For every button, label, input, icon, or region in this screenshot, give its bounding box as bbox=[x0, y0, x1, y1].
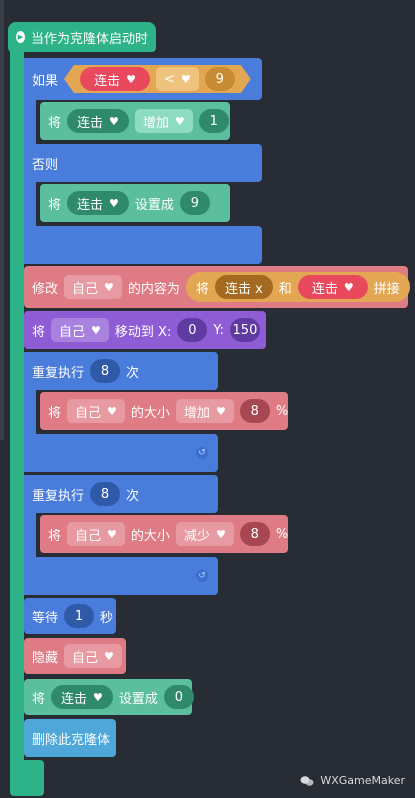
size-action-dropdown[interactable]: 减少♥ bbox=[175, 522, 234, 546]
repeat-block-2[interactable]: 重复执行 8 次 将 自己♥ 的大小 减少♥ 8 % ↺ bbox=[24, 475, 288, 595]
set-value-input[interactable]: 0 bbox=[163, 685, 194, 709]
play-icon: ▶ bbox=[16, 31, 25, 43]
wait-seconds-input[interactable]: 1 bbox=[64, 604, 95, 628]
set-variable-block[interactable]: 将 连击♥ 设置成 0 bbox=[24, 679, 194, 715]
compare-value-input[interactable]: 9 bbox=[205, 67, 235, 91]
if-header[interactable]: 如果 连击♥ <♥ 9 bbox=[24, 58, 262, 100]
dropdown-heart-icon: ♥ bbox=[91, 323, 101, 337]
x-input[interactable]: 0 bbox=[177, 318, 208, 342]
var-dropdown[interactable]: 连击♥ bbox=[67, 109, 129, 133]
else-label: 否则 bbox=[32, 157, 59, 173]
repeat-count-input[interactable]: 8 bbox=[90, 482, 121, 506]
then-statement-increase[interactable]: 将 连击♥ 增加♥ 1 bbox=[40, 102, 230, 140]
dropdown-heart-icon: ♥ bbox=[126, 72, 136, 86]
var-dropdown[interactable]: 连击♥ bbox=[67, 191, 129, 215]
modify-content-block[interactable]: 修改 自己♥ 的内容为 将 连击 x 和 连击♥ 拼接 bbox=[24, 266, 410, 308]
dropdown-heart-icon: ♥ bbox=[107, 527, 117, 541]
dropdown-heart-icon: ♥ bbox=[104, 649, 114, 663]
size-change-statement[interactable]: 将 自己♥ 的大小 增加♥ 8 % bbox=[40, 392, 288, 430]
set-value-input[interactable]: 9 bbox=[179, 191, 210, 215]
delete-clone-block[interactable]: 删除此克隆体 bbox=[24, 719, 116, 757]
dropdown-heart-icon: ♥ bbox=[93, 690, 103, 704]
dropdown-heart-icon: ♥ bbox=[109, 196, 119, 210]
var-dropdown[interactable]: 连击♥ bbox=[51, 685, 113, 709]
dropdown-heart-icon: ♥ bbox=[109, 114, 119, 128]
repeat-block-1[interactable]: 重复执行 8 次 将 自己♥ 的大小 增加♥ 8 % ↺ bbox=[24, 352, 288, 472]
if-else-block[interactable]: 如果 连击♥ <♥ 9 将 连击♥ 增加♥ 1 否则 将 连击♥ 设置成 9 bbox=[24, 58, 262, 264]
dropdown-heart-icon: ♥ bbox=[215, 527, 226, 541]
dropdown-heart-icon: ♥ bbox=[343, 280, 354, 294]
hat-label: 当作为克隆体启动时 bbox=[30, 31, 148, 47]
join-string-block[interactable]: 将 连击 x 和 连击♥ 拼接 bbox=[185, 272, 410, 302]
move-to-block[interactable]: 将 自己♥ 移动到 X: 0 Y: 150 bbox=[24, 311, 266, 349]
vertical-scrollbar[interactable] bbox=[0, 0, 4, 440]
dropdown-heart-icon: ♥ bbox=[104, 280, 114, 294]
target-dropdown[interactable]: 自己♥ bbox=[64, 275, 122, 299]
else-statement-set[interactable]: 将 连击♥ 设置成 9 bbox=[40, 184, 230, 222]
compare-condition[interactable]: 连击♥ <♥ 9 bbox=[64, 65, 251, 93]
target-dropdown[interactable]: 自己♥ bbox=[67, 522, 125, 546]
target-dropdown[interactable]: 自己♥ bbox=[67, 399, 125, 423]
dropdown-heart-icon: ♥ bbox=[107, 404, 117, 418]
var-dropdown-combo[interactable]: 连击♥ bbox=[297, 275, 368, 299]
hide-block[interactable]: 隐藏 自己♥ bbox=[24, 638, 126, 674]
hat-block-clone-start[interactable]: ▶ 当作为克隆体启动时 bbox=[8, 22, 156, 52]
size-value-input[interactable]: 8 bbox=[239, 399, 270, 423]
repeat-footer: ↺ bbox=[24, 434, 218, 472]
operator-dropdown[interactable]: <♥ bbox=[156, 67, 199, 91]
dropdown-heart-icon: ♥ bbox=[215, 404, 226, 418]
if-else-footer bbox=[24, 226, 262, 264]
y-input[interactable]: 150 bbox=[229, 318, 260, 342]
size-value-input[interactable]: 8 bbox=[239, 522, 270, 546]
repeat-footer: ↺ bbox=[24, 557, 218, 595]
script-end-cap bbox=[10, 760, 44, 796]
script-spine bbox=[10, 40, 24, 768]
wait-block[interactable]: 等待 1 秒 bbox=[24, 598, 116, 634]
size-change-statement[interactable]: 将 自己♥ 的大小 减少♥ 8 % bbox=[40, 515, 288, 553]
dropdown-heart-icon: ♥ bbox=[180, 72, 191, 86]
target-dropdown[interactable]: 自己♥ bbox=[51, 318, 109, 342]
loop-arrow-icon: ↺ bbox=[196, 447, 208, 459]
var-dropdown-combo[interactable]: 连击♥ bbox=[80, 67, 150, 91]
join-text-input-a[interactable]: 连击 x bbox=[214, 275, 273, 299]
wechat-icon bbox=[300, 775, 314, 786]
if-label: 如果 bbox=[32, 73, 59, 89]
else-header: 否则 bbox=[24, 144, 262, 182]
repeat-header[interactable]: 重复执行 8 次 bbox=[24, 475, 218, 513]
target-dropdown[interactable]: 自己♥ bbox=[64, 644, 122, 668]
watermark: WXGameMaker bbox=[300, 774, 405, 787]
loop-arrow-icon: ↺ bbox=[196, 570, 208, 582]
action-dropdown[interactable]: 增加♥ bbox=[134, 109, 193, 133]
repeat-header[interactable]: 重复执行 8 次 bbox=[24, 352, 218, 390]
increase-value-input[interactable]: 1 bbox=[198, 109, 229, 133]
repeat-count-input[interactable]: 8 bbox=[90, 359, 121, 383]
dropdown-heart-icon: ♥ bbox=[174, 114, 185, 128]
size-action-dropdown[interactable]: 增加♥ bbox=[175, 399, 234, 423]
